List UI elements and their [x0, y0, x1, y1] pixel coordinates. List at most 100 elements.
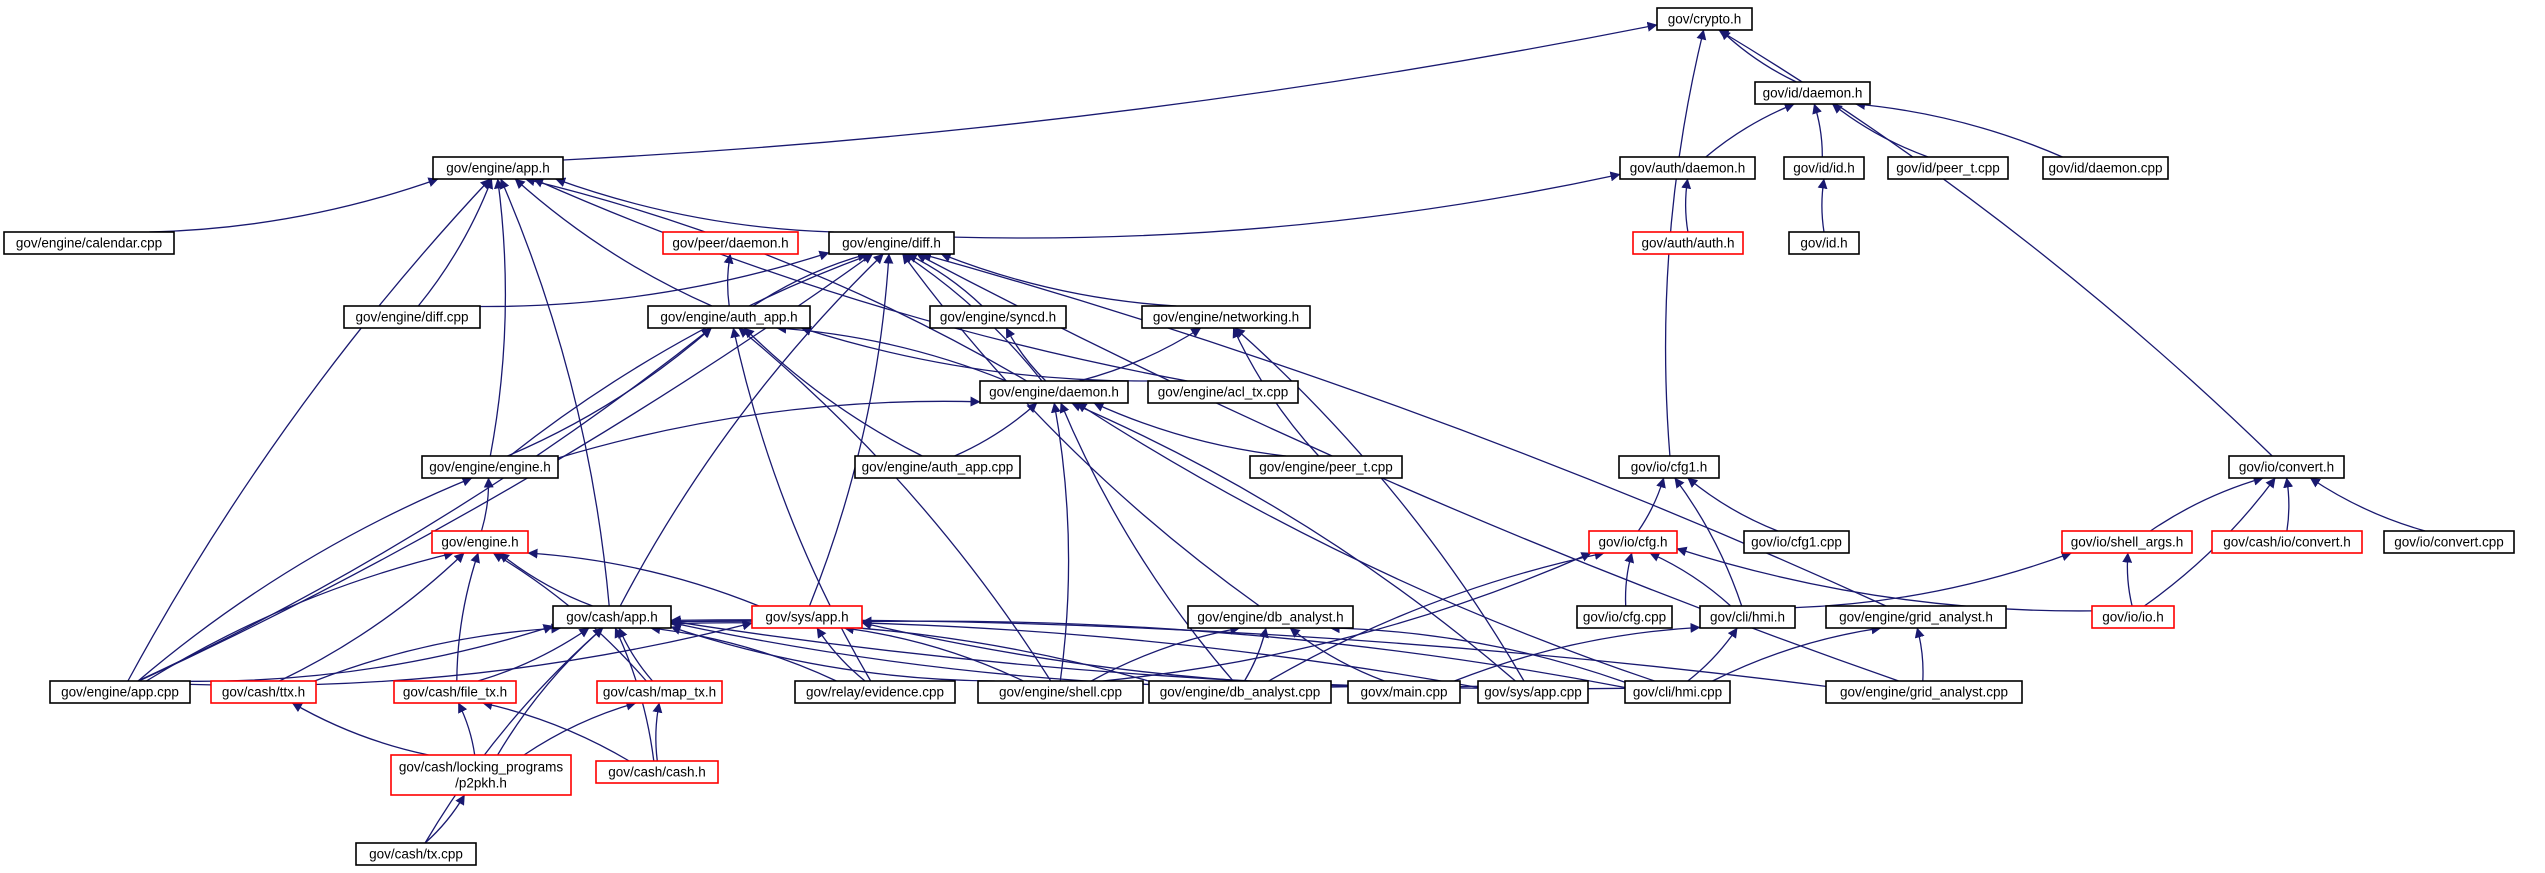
- edge-line: [1050, 402, 1070, 682]
- node-label: gov/auth/auth.h: [1641, 236, 1734, 251]
- node-cfg-cpp[interactable]: gov/io/cfg.cpp: [1576, 605, 1673, 629]
- edge-line: [533, 178, 1188, 382]
- node-auth-app-cpp[interactable]: gov/engine/auth_app.cpp: [854, 455, 1021, 479]
- node-io-io-h[interactable]: gov/io/io.h: [2091, 605, 2175, 629]
- node-cash-tx-cpp[interactable]: gov/cash/tx.cpp: [355, 842, 477, 866]
- node-calendar-cpp[interactable]: gov/engine/calendar.cpp: [3, 231, 175, 255]
- node-engine-app-cpp[interactable]: gov/engine/app.cpp: [49, 680, 191, 704]
- node-p2pkh-h[interactable]: gov/cash/locking_programs/p2pkh.h: [390, 754, 572, 796]
- node-label: gov/id/id.h: [1793, 161, 1855, 176]
- node-cli-hmi-h[interactable]: gov/cli/hmi.h: [1699, 605, 1796, 629]
- node-sys-app-h[interactable]: gov/sys/app.h: [751, 605, 863, 629]
- edge-line: [1102, 552, 1592, 682]
- node-id-daemon-h[interactable]: gov/id/daemon.h: [1754, 81, 1871, 105]
- node-cash-io-convert-h[interactable]: gov/cash/io/convert.h: [2211, 530, 2363, 554]
- edge-line: [1005, 327, 1047, 382]
- edge-id_h-to-id_id_h: [1817, 178, 1828, 233]
- node-relay-evidence-cpp[interactable]: gov/relay/evidence.cpp: [794, 680, 956, 704]
- edge-diff_h-to-auth_daemon_h: [953, 171, 1621, 239]
- node-io-convert-cpp[interactable]: gov/io/convert.cpp: [2383, 530, 2515, 554]
- node-grid-analyst-h[interactable]: gov/engine/grid_analyst.h: [1825, 605, 2007, 629]
- edge-line: [738, 327, 1052, 682]
- edge-engine_app_cpp-to-auth_app_h: [137, 327, 712, 682]
- node-sys-app-cpp[interactable]: gov/sys/app.cpp: [1477, 680, 1589, 704]
- edge-cli_hmi_h-to-shell_args_h: [1794, 551, 2072, 609]
- node-io-convert-h[interactable]: gov/io/convert.h: [2228, 455, 2345, 479]
- edge-diff_cpp-to-engine_app_h: [417, 178, 493, 307]
- edge-line: [1268, 550, 1605, 682]
- edge-peer_t_cpp-to-engine_daemon_h: [1093, 402, 1287, 457]
- node-db-analyst-h[interactable]: gov/engine/db_analyst.h: [1187, 605, 1354, 629]
- node-cash-app-h[interactable]: gov/cash/app.h: [552, 605, 672, 629]
- edge-line: [816, 627, 866, 682]
- node-box: [421, 455, 559, 479]
- edge-line: [906, 253, 983, 307]
- node-engine-engine-h[interactable]: gov/engine/engine.h: [421, 455, 559, 479]
- node-cfg1-cpp[interactable]: gov/io/cfg1.cpp: [1743, 530, 1850, 554]
- node-shell-cpp[interactable]: gov/engine/shell.cpp: [977, 680, 1144, 704]
- node-box: [1743, 530, 1850, 554]
- edge-networking_h-to-diff_h: [940, 252, 1177, 307]
- node-diff-cpp[interactable]: gov/engine/diff.cpp: [343, 305, 481, 329]
- node-label: gov/io/cfg.cpp: [1583, 610, 1666, 625]
- edge-line: [861, 616, 1626, 689]
- node-box: [828, 231, 955, 255]
- node-govx-main-cpp[interactable]: govx/main.cpp: [1347, 680, 1461, 704]
- node-engine-daemon-h[interactable]: gov/engine/daemon.h: [979, 380, 1129, 404]
- edge-line: [1090, 624, 1241, 682]
- node-cfg1-h[interactable]: gov/io/cfg1.h: [1618, 455, 1720, 479]
- node-acl-tx-cpp[interactable]: gov/engine/acl_tx.cpp: [1147, 380, 1299, 404]
- node-engine-app-h[interactable]: gov/engine/app.h: [432, 156, 564, 180]
- edge-cli_hmi_cpp-to-sys_app_h: [861, 616, 1626, 689]
- node-peer-t-cpp[interactable]: gov/engine/peer_t.cpp: [1249, 455, 1403, 479]
- node-peer-daemon-h[interactable]: gov/peer/daemon.h: [662, 231, 799, 255]
- edge-line: [1234, 327, 1525, 682]
- node-cash-file-tx-h[interactable]: gov/cash/file_tx.h: [393, 680, 517, 704]
- node-box: [432, 156, 564, 180]
- node-id-h[interactable]: gov/id.h: [1788, 231, 1860, 255]
- node-cash-cash-h[interactable]: gov/cash/cash.h: [595, 760, 719, 784]
- node-id-daemon-cpp[interactable]: gov/id/daemon.cpp: [2042, 156, 2169, 180]
- edge-engine_app_cpp-to-engine_engine_h: [137, 476, 473, 682]
- node-box: [1576, 605, 1673, 629]
- edge-line: [424, 627, 604, 844]
- node-syncd-h[interactable]: gov/engine/syncd.h: [929, 305, 1067, 329]
- edge-cash_cash_h-to-cash_file_tx_h: [482, 700, 630, 762]
- node-diff-h[interactable]: gov/engine/diff.h: [828, 231, 955, 255]
- node-auth-app-h[interactable]: gov/engine/auth_app.h: [647, 305, 811, 329]
- edge-auth_app_cpp-to-auth_app_h: [743, 327, 923, 457]
- node-db-analyst-cpp[interactable]: gov/engine/db_analyst.cpp: [1148, 680, 1332, 704]
- node-id-peer-t-cpp[interactable]: gov/id/peer_t.cpp: [1887, 156, 2009, 180]
- node-cash-map-tx-h[interactable]: gov/cash/map_tx.h: [596, 680, 723, 704]
- node-networking-h[interactable]: gov/engine/networking.h: [1141, 305, 1311, 329]
- edge-db_analyst_cpp-to-db_analyst_h: [1243, 627, 1269, 682]
- node-label: gov/engine/syncd.h: [940, 310, 1056, 325]
- node-box: [1588, 530, 1678, 554]
- edge-line: [1079, 327, 1202, 382]
- edge-engine_app_cpp-to-engine_h: [146, 550, 455, 682]
- node-id-id-h[interactable]: gov/id/id.h: [1783, 156, 1865, 180]
- node-label: gov/sys/app.h: [765, 610, 848, 625]
- node-crypto-h[interactable]: gov/crypto.h: [1656, 7, 1753, 31]
- edge-p2pkh_h-to-cash_file_tx_h: [457, 702, 476, 756]
- node-shell-args-h[interactable]: gov/io/shell_args.h: [2061, 530, 2193, 554]
- node-engine-h[interactable]: gov/engine.h: [431, 530, 529, 554]
- edge-id_id_h-to-id_daemon_h: [1812, 103, 1823, 158]
- node-box: [595, 760, 719, 784]
- edge-syncd_h-to-diff_h: [906, 253, 983, 307]
- node-cli-hmi-cpp[interactable]: gov/cli/hmi.cpp: [1624, 680, 1731, 704]
- node-label: gov/cash/io/convert.h: [2223, 535, 2351, 550]
- edge-line: [1817, 178, 1828, 233]
- node-grid-analyst-cpp[interactable]: gov/engine/grid_analyst.cpp: [1825, 680, 2023, 704]
- node-auth-auth-h[interactable]: gov/auth/auth.h: [1632, 231, 1744, 255]
- node-label: gov/engine/diff.h: [842, 236, 941, 251]
- node-auth-daemon-h[interactable]: gov/auth/daemon.h: [1619, 156, 1756, 180]
- node-cash-ttx-h[interactable]: gov/cash/ttx.h: [210, 680, 317, 704]
- node-label: gov/relay/evidence.cpp: [806, 685, 944, 700]
- node-label: gov/engine/db_analyst.cpp: [1160, 685, 1321, 700]
- node-box: [1148, 680, 1332, 704]
- node-box: [647, 305, 811, 329]
- node-box: [929, 305, 1067, 329]
- node-cfg-h[interactable]: gov/io/cfg.h: [1588, 530, 1678, 554]
- edge-auth_app_cpp-to-engine_daemon_h: [954, 402, 1038, 457]
